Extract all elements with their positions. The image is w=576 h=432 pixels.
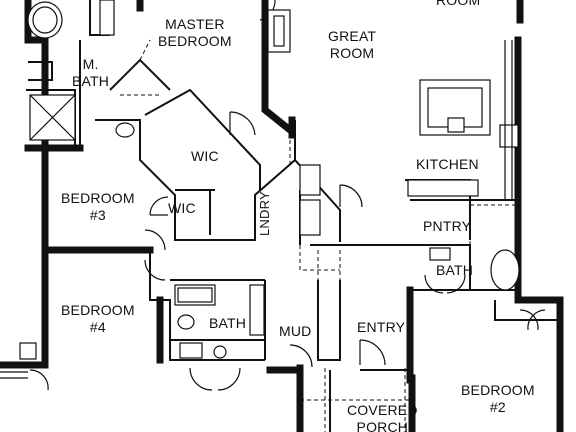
mud-bench: [179, 342, 203, 359]
room-label-bedroom-4: BEDROOM #4: [61, 302, 135, 335]
washer: [299, 164, 321, 196]
room-label-laundry: LNDRY: [257, 191, 272, 236]
room-label-mud: MUD: [279, 323, 312, 339]
hall-vanity: [249, 284, 265, 336]
room-label-bedroom-2: BEDROOM #2: [461, 382, 535, 415]
door-swings: [29, 0, 546, 391]
room-label-master-wic: WIC: [191, 148, 219, 164]
walls: [0, 0, 564, 432]
room-label-kitchen-bath: BATH: [436, 262, 474, 278]
interior-walls: [26, 0, 560, 432]
hall-toilet: [177, 314, 195, 330]
room-label-top: ROOM: [436, 0, 481, 8]
dashed-lines: [120, 39, 518, 432]
room-label-hall-bath: BATH: [209, 315, 247, 331]
room-label-entry: ENTRY: [357, 319, 406, 335]
master-toilet: [115, 122, 135, 138]
column: [19, 342, 37, 360]
room-label-small-wic: WIC: [168, 200, 196, 216]
trim-lines: [0, 40, 513, 379]
room-label-master-bedroom: MASTER BEDROOM: [158, 16, 232, 49]
room-label-bedroom-3: BEDROOM #3: [61, 190, 135, 223]
fixtures: [19, 0, 520, 360]
room-label-covered-porch: COVERED PORCH: [347, 402, 418, 432]
bath2-sink: [429, 247, 451, 261]
bath2-tub: [490, 249, 520, 291]
room-label-master-bath: M. BATH: [72, 56, 110, 89]
kitchen-sink: [447, 117, 465, 133]
range: [499, 124, 519, 148]
room-label-kitchen: KITCHEN: [416, 156, 479, 172]
master-vanity: [99, 0, 115, 36]
room-label-pantry: PNTRY: [423, 218, 472, 234]
dryer: [299, 199, 321, 236]
kitchen-counter: [407, 179, 479, 197]
room-label-great-room: GREAT ROOM: [328, 28, 377, 61]
